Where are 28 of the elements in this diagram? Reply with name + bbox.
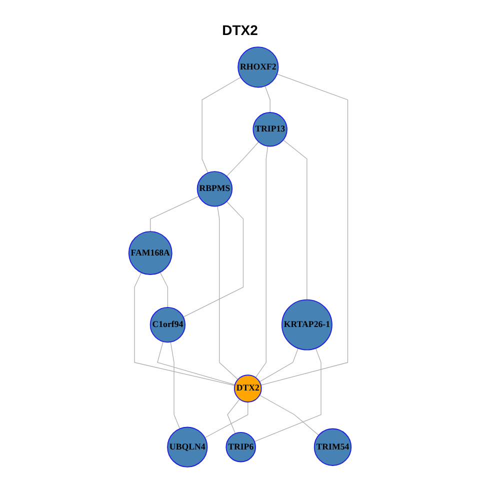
connector: [255, 146, 268, 378]
connector: [254, 348, 322, 442]
connector: [150, 196, 200, 232]
node-circle: UBQLN4: [167, 426, 208, 468]
connector: [259, 348, 298, 382]
node-circle: RHOXF2: [238, 46, 279, 88]
node-circle: KRTAP26-1: [281, 299, 332, 350]
connector: [134, 272, 236, 386]
connector: [264, 86, 270, 113]
connector: [217, 206, 238, 380]
node-circle: TRIP6: [226, 432, 256, 462]
connector: [226, 142, 260, 177]
connector: [282, 140, 308, 300]
node-circle: TRIM54: [314, 428, 352, 466]
connector: [160, 272, 168, 308]
node-circle: DTX2: [234, 374, 262, 402]
connector: [204, 402, 248, 438]
connector: [259, 394, 320, 436]
node-circle: C1orf94: [150, 306, 186, 343]
node-circle: RBPMS: [196, 171, 233, 207]
node-circle: TRIP13: [252, 112, 288, 147]
connector: [157, 341, 236, 386]
title: DTX2: [221, 21, 259, 40]
connector: [260, 74, 348, 386]
connector: [182, 201, 244, 318]
node-circle: FAM168A: [128, 231, 172, 275]
connector: [170, 342, 180, 430]
connector: [202, 76, 242, 174]
